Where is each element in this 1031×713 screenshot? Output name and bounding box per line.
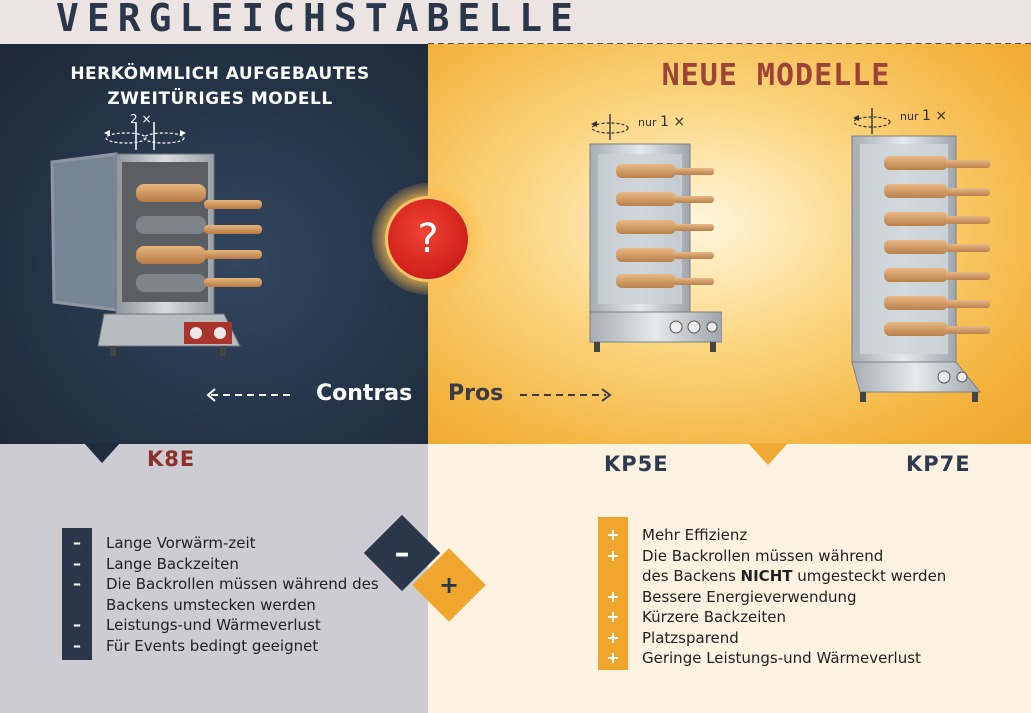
- contra-item: – Lange Vorwärm-zeit: [62, 533, 392, 554]
- pros-list: + Mehr Effizienz + Die Backrollen müssen w…: [598, 525, 1018, 669]
- minus-icon: –: [73, 635, 81, 655]
- header-bar: VERGLEICHSTABELLE: [0, 0, 1031, 44]
- minus-icon: –: [394, 535, 410, 571]
- old-model-title-line1: HERKÖMMLICH AUFGEBAUTES: [70, 64, 370, 84]
- contra-item: – Die Backrollen müssen während des: [62, 574, 392, 595]
- pro-item: + Kürzere Backzeiten: [598, 607, 1018, 628]
- rotation-indicator-kp5e: nur 1 ×: [590, 112, 700, 142]
- pros-section: [428, 444, 1031, 713]
- pros-bullet-bar: [598, 517, 628, 670]
- contras-list: – Lange Vorwärm-zeit – Lange Backzeiten – D…: [62, 533, 392, 656]
- pro-item: + Mehr Effizienz: [598, 525, 1018, 546]
- plus-icon: +: [606, 545, 620, 565]
- dashed-arrow-right-icon: [520, 388, 612, 402]
- k8e-machine-image: [50, 152, 262, 356]
- rotation-count: 1 ×: [659, 114, 686, 130]
- plus-icon: +: [606, 525, 620, 544]
- pro-text: des Backens: [642, 567, 736, 585]
- pro-text: Platzsparend: [642, 628, 739, 647]
- pro-text: Geringe Leistungs-und Wärmeverlust: [642, 649, 921, 667]
- rotation-count: 1 ×: [921, 108, 948, 124]
- contra-text: Für Events bedingt geeignet: [106, 636, 319, 655]
- contra-text: Die Backrollen müssen während des: [106, 575, 379, 593]
- minus-icon: –: [73, 533, 81, 552]
- minus-icon: –: [73, 574, 81, 593]
- rotation-arrows-icon: [104, 122, 186, 150]
- plus-icon: +: [606, 607, 620, 626]
- rotation-prefix: nur: [638, 116, 657, 129]
- pro-text: Die Backrollen müssen während: [642, 546, 884, 565]
- contras-bullet-bar: [62, 528, 92, 660]
- kp7e-machine-image: [851, 135, 990, 402]
- pro-text: Bessere Energieverwendung: [642, 587, 857, 606]
- plus-icon: +: [606, 627, 620, 647]
- pro-text: umgesteckt werden: [797, 567, 947, 585]
- dashed-arrow-left-icon: [206, 388, 295, 402]
- rotation-arrow-icon: [591, 114, 629, 140]
- new-models-pointer: [748, 443, 788, 465]
- kp5e-machine-image: [589, 143, 722, 352]
- contra-item: – Leistungs-und Wärmeverlust: [62, 615, 392, 636]
- plus-icon: +: [606, 586, 620, 606]
- pro-item: + Die Backrollen müssen während: [598, 546, 1018, 567]
- pro-text-emphasis: NICHT: [740, 567, 793, 585]
- contra-text: Leistungs-und Wärmeverlust: [106, 616, 321, 634]
- rotation-indicator-kp7e: nur 1 ×: [852, 106, 962, 136]
- rotation-label: nur 1 ×: [638, 114, 685, 130]
- contra-text: Lange Backzeiten: [106, 554, 239, 573]
- contra-text: Lange Vorwärm-zeit: [106, 534, 256, 552]
- contra-item-continuation: Backens umstecken werden: [62, 595, 392, 616]
- old-model-title-line2: ZWEITÜRIGES MODELL: [107, 89, 333, 109]
- rotation-prefix: nur: [900, 110, 919, 123]
- pros-label: Pros: [448, 381, 504, 406]
- model-name-k8e: K8E: [147, 447, 196, 471]
- rotation-count-label: 2 ×: [130, 112, 152, 126]
- minus-icon: –: [73, 553, 81, 573]
- pro-item: + Bessere Energieverwendung: [598, 587, 1018, 608]
- rotation-indicator-2x: 2 ×: [98, 112, 190, 152]
- old-model-title: HERKÖMMLICH AUFGEBAUTES ZWEITÜRIGES MODE…: [20, 62, 420, 112]
- plus-icon: +: [606, 648, 620, 667]
- pro-item: + Platzsparend: [598, 628, 1018, 649]
- old-model-pointer: [84, 443, 120, 463]
- contras-label: Contras: [316, 381, 413, 406]
- model-name-kp5e: KP5E: [604, 452, 669, 476]
- pro-item-continuation: des Backens NICHT umgesteckt werden: [598, 566, 1018, 587]
- page-title: VERGLEICHSTABELLE: [56, 0, 581, 40]
- rotation-label: nur 1 ×: [900, 108, 947, 124]
- contra-item: – Lange Backzeiten: [62, 554, 392, 575]
- new-models-title: NEUE MODELLE: [661, 58, 891, 93]
- contra-text: Backens umstecken werden: [106, 595, 316, 614]
- contra-item: – Für Events bedingt geeignet: [62, 636, 392, 657]
- minus-icon: –: [73, 615, 81, 634]
- question-mark-icon: ?: [385, 196, 471, 282]
- rotation-arrow-icon: [853, 108, 891, 134]
- pro-text: Mehr Effizienz: [642, 526, 748, 544]
- plus-icon: +: [438, 571, 460, 599]
- pro-text: Kürzere Backzeiten: [642, 608, 787, 626]
- model-name-kp7e: KP7E: [906, 452, 971, 476]
- pro-item: + Geringe Leistungs-und Wärmeverlust: [598, 648, 1018, 669]
